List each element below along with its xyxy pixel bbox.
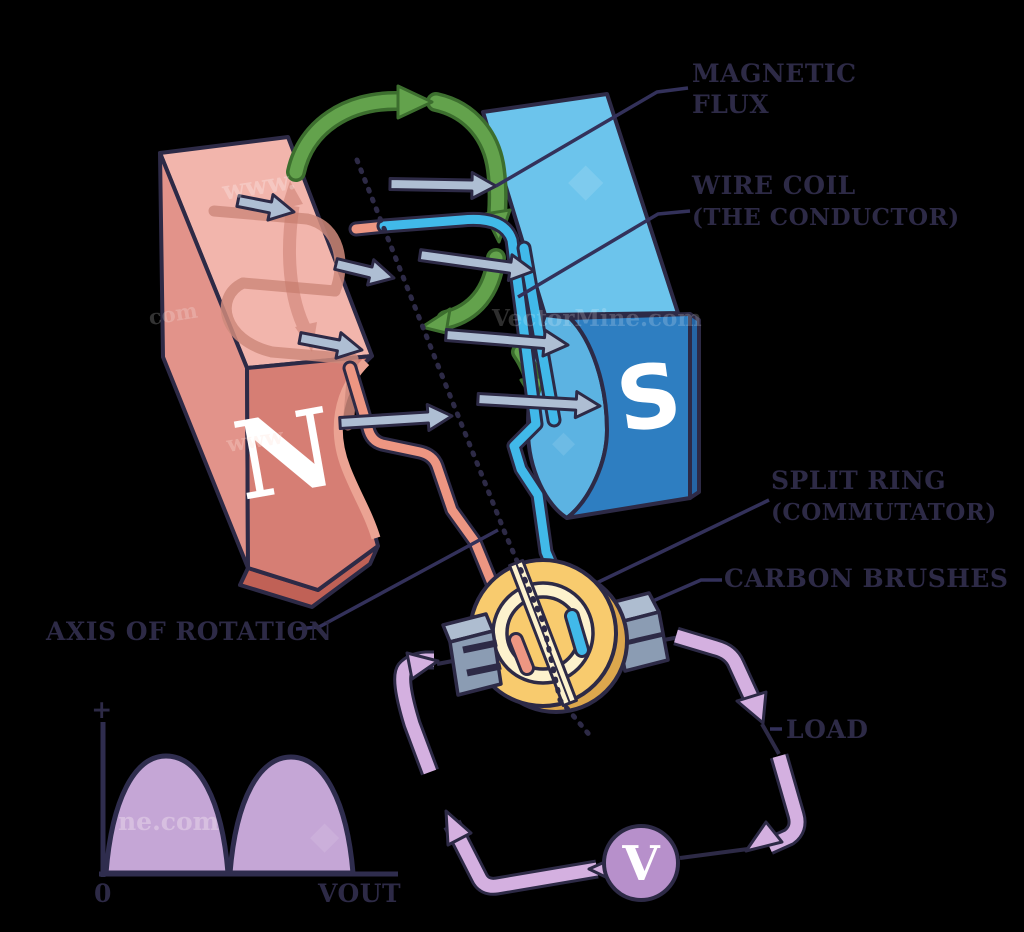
label-axis-of-rotation: AXIS OF ROTATION <box>45 617 332 646</box>
rotation-arrows <box>281 84 547 405</box>
graph-hump-1 <box>103 753 231 876</box>
brush-left-slot-2 <box>466 662 502 677</box>
north-pole-letter: N <box>225 384 344 525</box>
graph-origin-label: 0 <box>94 879 112 908</box>
label-split-ring-line2: (COMMUTATOR) <box>771 499 997 526</box>
watermark-logo-icon: ◆ <box>568 152 604 206</box>
watermark-logo-icon: ◆ <box>310 812 340 857</box>
axis-of-rotation-line <box>354 157 595 741</box>
coil-bend-left <box>220 277 278 358</box>
magnet-north <box>158 135 381 609</box>
current-arrow-upright-icon <box>405 651 440 681</box>
wire-coil <box>342 211 581 623</box>
label-load: LOAD <box>786 715 868 744</box>
leader-wire-coil <box>517 209 691 299</box>
rotation-arrowhead-up-icon <box>281 181 303 209</box>
voltmeter-letter: V <box>621 836 660 892</box>
leader-split-ring <box>585 498 770 590</box>
callout-leader-lines <box>295 86 782 731</box>
external-circuit <box>393 626 807 902</box>
wire-pink <box>345 363 510 620</box>
wire-pink-terminal <box>511 635 532 673</box>
flux-arrow-icon <box>235 193 296 222</box>
leader-magnetic-flux <box>495 86 689 188</box>
current-arrow-down-icon <box>735 690 768 725</box>
label-carbon-brushes: CARBON BRUSHES <box>724 564 1009 593</box>
current-arrow-downleft-icon <box>744 820 784 853</box>
voltmeter-dial <box>602 824 680 902</box>
carbon-brush-left <box>441 612 503 697</box>
rotation-arrowhead-right-icon <box>396 84 434 120</box>
rotation-arc-behind-magnet <box>282 205 312 334</box>
coil-bend-right <box>301 213 346 297</box>
flux-arrow-icon <box>476 390 602 420</box>
label-split-ring-line1: SPLIT RING <box>771 466 946 495</box>
watermark-text: VectorMine.com <box>491 305 702 332</box>
graph-x-axis-label: VOUT <box>317 879 401 908</box>
watermark-logo-icon: ◆ <box>552 425 575 460</box>
flux-arrow-icon <box>297 331 364 360</box>
graph-hump-2 <box>227 754 356 876</box>
flux-arrow-icon <box>333 257 396 287</box>
rotation-arrowhead-left-icon <box>420 307 452 335</box>
label-wire-coil-line1: WIRE COIL <box>691 171 856 200</box>
leader-carbon-brushes <box>645 578 722 606</box>
flux-arrow-icon <box>417 248 536 282</box>
callout-labels: MAGNETIC FLUX WIRE COIL (THE CONDUCTOR) … <box>45 59 1009 744</box>
label-magnetic-flux-line2: FLUX <box>692 90 769 119</box>
magnet-s-side-face <box>688 312 701 500</box>
flux-arrow-icon <box>338 403 454 432</box>
leader-axis-of-rotation <box>295 528 499 631</box>
magnet-s-front-face <box>565 312 692 520</box>
label-wire-coil-line2: (THE CONDUCTOR) <box>692 204 960 231</box>
wire-blue-terminal <box>567 611 587 655</box>
brush-left-slot-1 <box>462 639 498 654</box>
flux-arrow-icon <box>444 328 570 358</box>
south-pole-letter: S <box>610 342 687 453</box>
graph-plus-sign: + <box>91 695 112 724</box>
label-magnetic-flux-line1: MAGNETIC <box>692 59 857 88</box>
flux-arrow-icon <box>388 171 498 200</box>
current-arrow-up-icon <box>444 809 473 847</box>
magnetic-flux-arrows <box>235 171 602 432</box>
output-voltage-graph: + 0 VOUT <box>91 695 401 908</box>
watermark-text: ne.com <box>118 807 219 836</box>
wire-blue <box>379 214 578 617</box>
